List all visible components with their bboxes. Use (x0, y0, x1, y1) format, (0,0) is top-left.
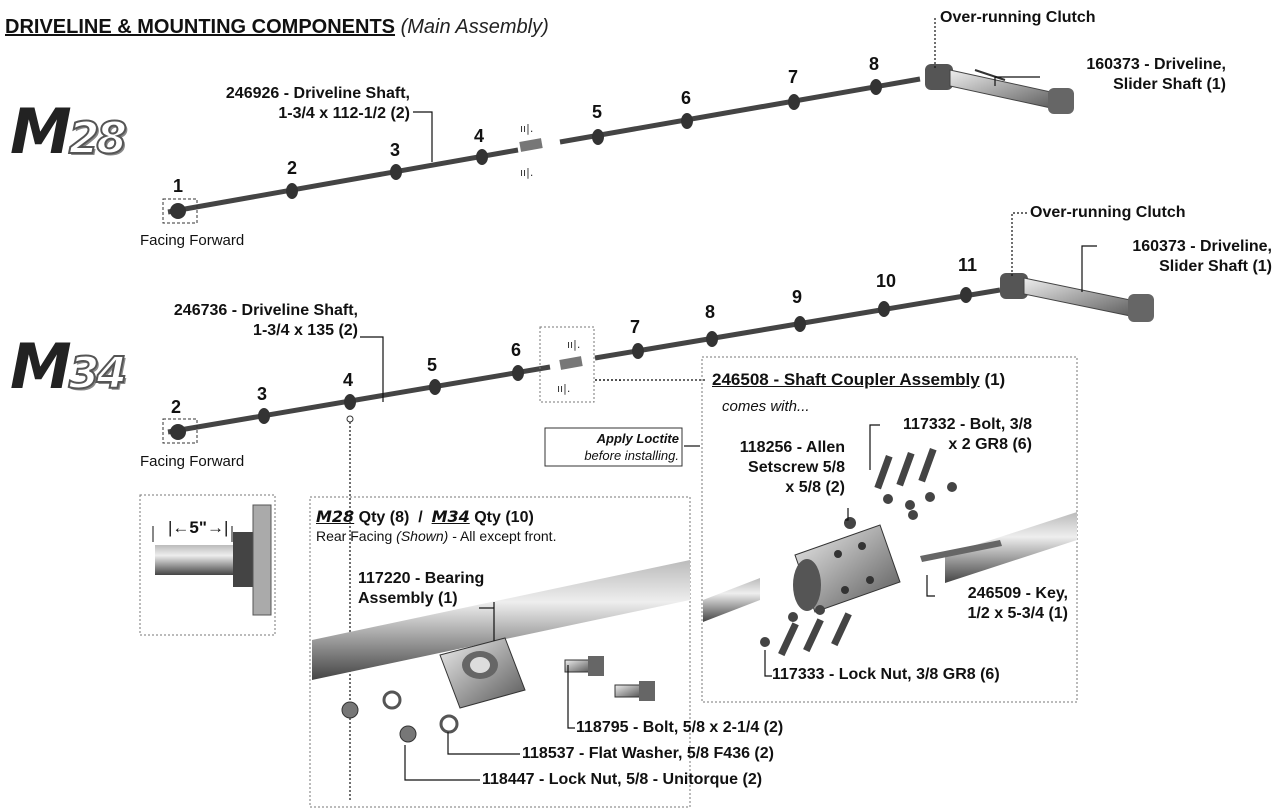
m34-shaft-label: 246736 - Driveline Shaft, 1-3/4 x 135 (2… (173, 302, 358, 339)
bearing-collar (390, 164, 402, 180)
bearing-assembly-label: 117220 - Bearing Assembly (1) (358, 570, 485, 607)
bearing-collar (429, 379, 441, 395)
m34-slider-label: 160373 - Driveline, Slider Shaft (1) (1132, 238, 1272, 275)
m28-slider-label: 160373 - Driveline, Slider Shaft (1) (1086, 56, 1226, 93)
lock-nut-38-label: 117333 - Lock Nut, 3/8 GR8 (6) (772, 666, 1000, 683)
m34-position-number: 3 (257, 384, 268, 404)
m34-position-number: 7 (630, 317, 641, 337)
bearing-collar (788, 94, 800, 110)
bolt-38-label: 117332 - Bolt, 3/8 x 2 GR8 (6) (903, 416, 1032, 453)
m34-clutch-label: Over-running Clutch (1030, 204, 1186, 221)
m28-position-number: 7 (788, 67, 799, 87)
title-main: DRIVELINE & MOUNTING COMPONENTS (5, 16, 396, 38)
bearing-collar (344, 394, 356, 410)
m28-driveline: ıı|. ıı|. (162, 64, 1074, 224)
bearing-qty-line: M28 Qty (8) / M34 Qty (10) (316, 507, 534, 526)
m34-position-number: 6 (511, 340, 522, 360)
bearing-collar (286, 183, 298, 199)
m34-position-number: 8 (705, 302, 716, 322)
svg-text:ıı|.: ıı|. (557, 382, 570, 395)
lock-nut-58-label: 118447 - Lock Nut, 5/8 - Unitorque (2) (482, 771, 763, 788)
bearing-collar (632, 343, 644, 359)
key-label: 246509 - Key, 1/2 x 5-3/4 (1) (967, 585, 1069, 622)
m28-position-number: 3 (390, 140, 401, 160)
m34-position-number: 11 (958, 255, 978, 275)
bearing-collar (794, 316, 806, 332)
m34-position-number: 9 (792, 287, 803, 307)
spline-dimension-label: |←5"→| (168, 518, 229, 537)
bearing-box-drawing (309, 496, 691, 808)
bearing-collar (476, 149, 488, 165)
page-title: DRIVELINE & MOUNTING COMPONENTS (Main As… (5, 16, 549, 39)
m34-driveline: ıı|. ıı|. (162, 273, 1154, 444)
bearing-collar (681, 113, 693, 129)
svg-text:ıı|.: ıı|. (520, 122, 533, 135)
m28-facing-label: Facing Forward (140, 232, 245, 249)
m28-position-number: 6 (681, 88, 692, 108)
m34-bearing-markers (258, 287, 972, 424)
bearing-collar (878, 301, 890, 317)
m28-position-number: 1 (173, 176, 184, 196)
setscrew-label: 118256 - Allen Setscrew 5/8 x 5/8 (2) (739, 439, 845, 496)
bearing-note: Rear Facing (Shown) - All except front. (316, 528, 557, 544)
bolt-58-label: 118795 - Bolt, 5/8 x 2-1/4 (2) (576, 719, 784, 736)
spline-inset-drawing (139, 494, 276, 636)
coupler-box-drawing (701, 356, 1078, 703)
m34-position-number: 5 (427, 355, 438, 375)
m28-clutch-label: Over-running Clutch (940, 9, 1096, 26)
coupler-assembly-title: 246508 - Shaft Coupler Assembly (1) (712, 370, 1006, 389)
loctite-callout-box (544, 427, 683, 467)
m34-position-number: 4 (343, 370, 354, 390)
svg-text:ıı|.: ıı|. (567, 338, 580, 351)
bearing-collar (960, 287, 972, 303)
m34-facing-label: Facing Forward (140, 453, 245, 470)
m28-position-number: 8 (869, 54, 880, 74)
bearing-collar (870, 79, 882, 95)
m28-position-number: 4 (474, 126, 485, 146)
loctite-note: Apply Loctite before installing. (584, 431, 679, 463)
leader-lines (349, 18, 1097, 800)
m34-position-number: 10 (876, 271, 897, 291)
m28-position-number: 2 (287, 158, 298, 178)
m28-shaft-label: 246926 - Driveline Shaft, 1-3/4 x 112-1/… (225, 85, 410, 122)
m34-position-number: 2 (171, 397, 182, 417)
bearing-collar (258, 408, 270, 424)
flat-washer-label: 118537 - Flat Washer, 5/8 F436 (2) (522, 745, 774, 762)
comes-with-label: comes with... (722, 398, 810, 415)
bearing-collar (706, 331, 718, 347)
m28-logo: M28 (10, 95, 128, 168)
svg-text:ıı|.: ıı|. (520, 166, 533, 179)
m28-position-number: 5 (592, 102, 603, 122)
m34-logo: M34 (10, 330, 128, 403)
m28-slider-shaft (925, 64, 1074, 114)
bearing-collar (512, 365, 524, 381)
m28-bearing-markers (286, 79, 882, 199)
m34-slider-shaft (1000, 273, 1154, 322)
bearing-collar (592, 129, 604, 145)
title-sub: (Main Assembly) (400, 16, 549, 38)
